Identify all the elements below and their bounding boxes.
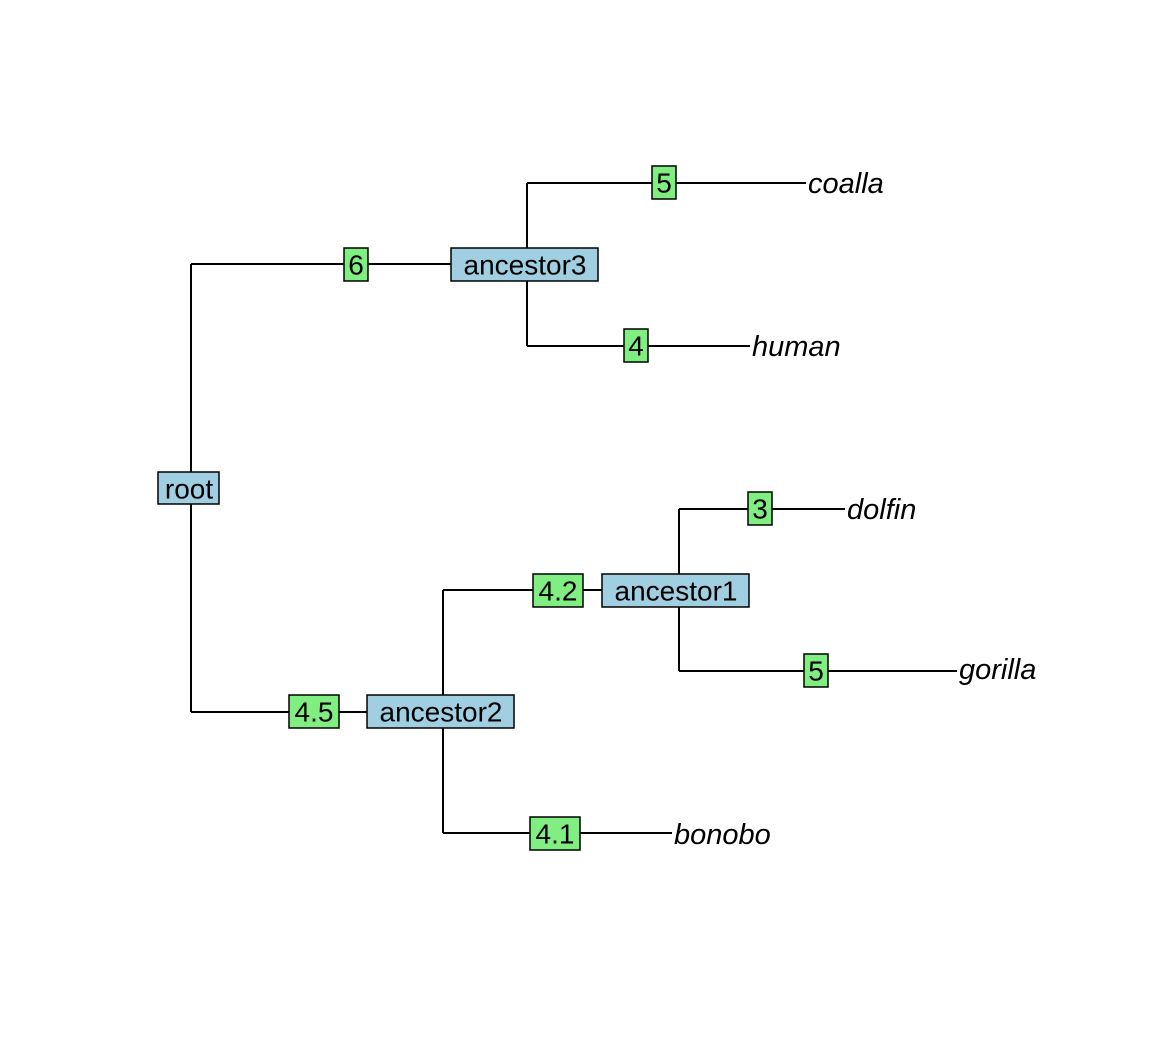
- branch-length-labels: 6 5 4 4.5 4.2 3 5 4.1: [288, 165, 829, 851]
- node-ancestor3: ancestor3: [450, 247, 599, 282]
- node-label: ancestor2: [380, 697, 503, 728]
- tip-label-human: human: [752, 331, 841, 363]
- branch-length-value: 4.5: [295, 697, 334, 728]
- tip-label-bonobo: bonobo: [674, 819, 771, 851]
- branch-length-ancestor2-bonobo: 4.1: [529, 816, 581, 851]
- branch-length-root-ancestor2: 4.5: [288, 694, 340, 729]
- tip-label-dolfin: dolfin: [847, 494, 916, 526]
- branch-length-box: [623, 328, 649, 363]
- branch-length-ancestor3-human: 4: [623, 328, 649, 363]
- node-label: ancestor3: [464, 250, 587, 281]
- branch-length-value: 6: [348, 250, 364, 281]
- tip-label-coalla: coalla: [808, 168, 884, 200]
- node-ancestor1: ancestor1: [601, 573, 750, 608]
- branch-length-box: [747, 491, 773, 526]
- node-box: [450, 247, 599, 282]
- branch-length-box: [288, 694, 340, 729]
- node-box: [601, 573, 750, 608]
- internal-node-labels: root ancestor3 ancestor2 ancestor1: [157, 247, 750, 729]
- branch-length-ancestor2-ancestor1: 4.2: [532, 573, 584, 608]
- node-box: [157, 471, 220, 505]
- branch-length-value: 3: [752, 494, 768, 525]
- branch-length-ancestor1-dolfin: 3: [747, 491, 773, 526]
- branch-length-box: [529, 816, 581, 851]
- node-ancestor2: ancestor2: [366, 694, 515, 729]
- tip-label-gorilla: gorilla: [959, 654, 1036, 686]
- node-root: root: [157, 471, 220, 505]
- branch-length-box: [532, 573, 584, 608]
- node-label: root: [165, 474, 213, 505]
- branch-length-value: 5: [808, 656, 824, 687]
- branch-length-value: 4.2: [539, 576, 578, 607]
- branch-length-box: [343, 247, 369, 282]
- branch-length-value: 4.1: [536, 819, 575, 850]
- branch-length-ancestor1-gorilla: 5: [803, 653, 829, 688]
- branch-length-ancestor3-coalla: 5: [651, 165, 677, 200]
- branch-length-value: 4: [628, 331, 644, 362]
- branch-length-value: 5: [656, 168, 672, 199]
- node-box: [366, 694, 515, 729]
- branch-length-root-ancestor3: 6: [343, 247, 369, 282]
- node-label: ancestor1: [615, 576, 738, 607]
- branch-length-box: [803, 653, 829, 688]
- tip-labels: coalla human dolfin gorilla bonobo: [674, 168, 1036, 851]
- branch-length-box: [651, 165, 677, 200]
